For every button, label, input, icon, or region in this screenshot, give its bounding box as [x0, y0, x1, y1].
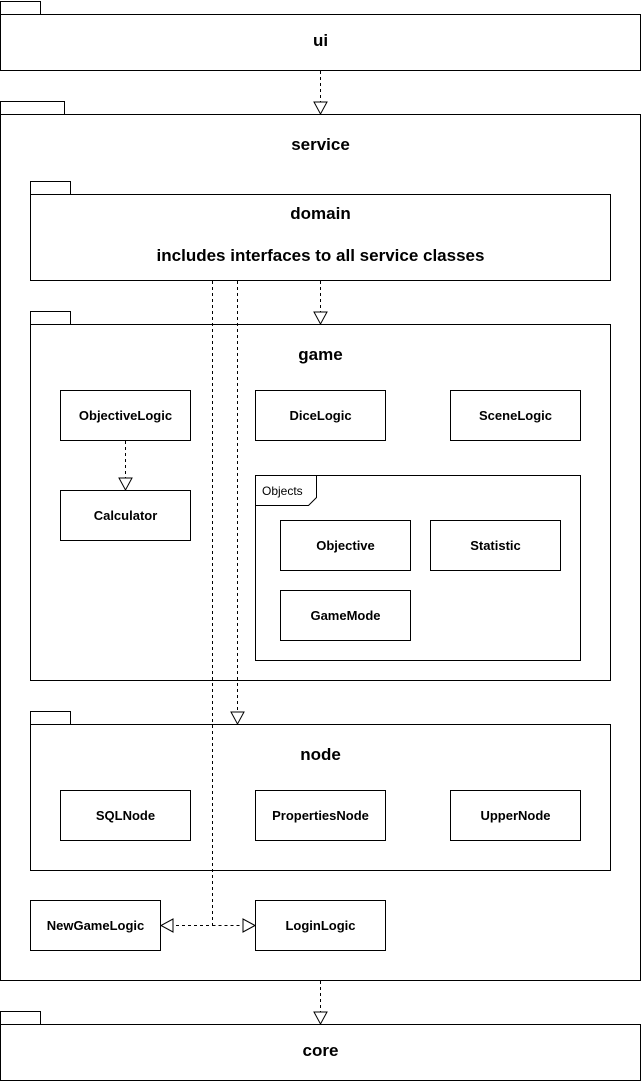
service-package-tab [0, 101, 65, 115]
core-package-title: core [302, 1041, 339, 1060]
objective-class: Objective [280, 520, 411, 571]
service-core-arrowhead [313, 1011, 328, 1026]
core-package-tab [0, 1011, 41, 1025]
domain-package: domain includes interfaces to all servic… [30, 194, 611, 281]
game-mode-class: GameMode [280, 590, 411, 641]
new-game-logic-class: NewGameLogic [30, 900, 161, 951]
node-package-tab [30, 711, 71, 725]
sql-node-class: SQLNode [60, 790, 191, 841]
domain-package-tab [30, 181, 71, 195]
objective-logic-class: ObjectiveLogic [60, 390, 191, 441]
upper-node-class: UpperNode [450, 790, 581, 841]
service-package-title: service [291, 135, 350, 154]
statistic-class: Statistic [430, 520, 561, 571]
calculator-class: Calculator [60, 490, 191, 541]
ui-service-arrowhead [313, 101, 328, 116]
properties-node-class: PropertiesNode [255, 790, 386, 841]
core-package: core [0, 1024, 641, 1081]
node-package-title: node [300, 745, 341, 764]
domain-package-title: domain [290, 204, 351, 223]
game-package-title: game [298, 345, 343, 364]
ui-package-title: ui [312, 31, 329, 50]
objects-frame-label: Objects [262, 484, 303, 498]
ui-package-tab [0, 1, 41, 15]
domain-package-note: includes interfaces to all service class… [156, 246, 485, 265]
ui-package: ui [0, 14, 641, 71]
dice-logic-class: DiceLogic [255, 390, 386, 441]
scene-logic-class: SceneLogic [450, 390, 581, 441]
game-package-tab [30, 311, 71, 325]
login-logic-class: LoginLogic [255, 900, 386, 951]
